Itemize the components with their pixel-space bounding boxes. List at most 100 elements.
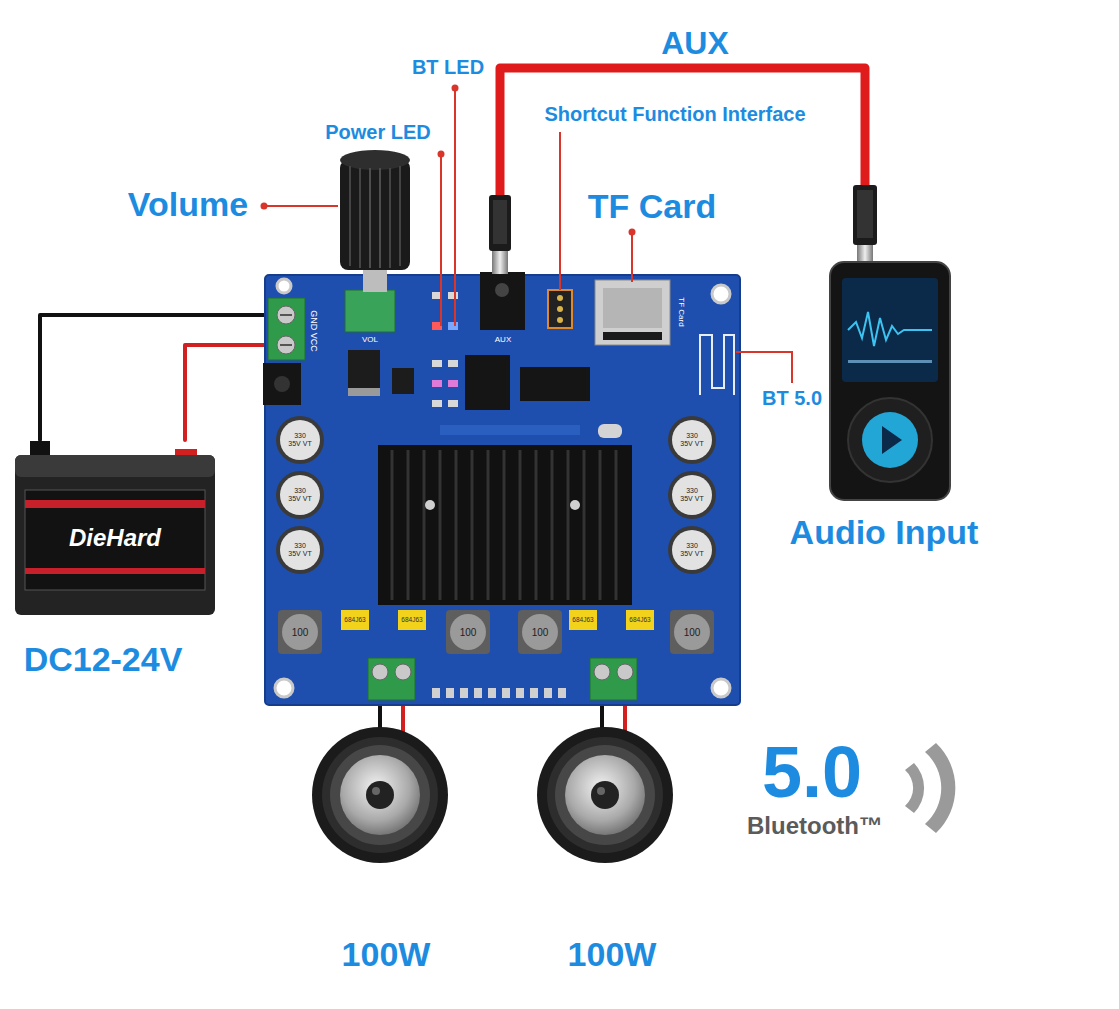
inductors (670, 610, 714, 654)
led-group (432, 380, 442, 387)
audio-player (882, 426, 902, 454)
inductors (450, 614, 486, 650)
electrolytic-capacitors (280, 420, 320, 460)
component-marking: 100 (532, 627, 549, 638)
diode (348, 388, 380, 396)
volume-knob (379, 168, 381, 268)
output-terminals (594, 664, 610, 680)
silkscreen-text: AUX (495, 336, 511, 345)
pad-row (474, 688, 482, 698)
speaker (322, 737, 438, 853)
shortcut-header (557, 306, 563, 312)
ic-chips (465, 355, 510, 410)
component-marking: 684J63 (572, 616, 593, 623)
volume-knob (340, 150, 410, 332)
volume-knob (345, 290, 395, 332)
electrolytic-capacitors (668, 471, 716, 519)
speaker (565, 755, 645, 835)
component-marking: 330 35V VT (287, 432, 313, 447)
leader-dot (452, 85, 459, 92)
wireless-icon (925, 743, 955, 833)
heatsink (471, 450, 474, 600)
heatsink (455, 450, 458, 600)
output-terminals (590, 658, 637, 700)
callout-label: Shortcut Function Interface (544, 103, 805, 125)
pad-row (558, 688, 566, 698)
tf-card-slot (595, 280, 670, 345)
heatsink (551, 450, 554, 600)
aux-plug (492, 250, 508, 274)
audio-player: Audio Input (830, 262, 950, 500)
film-capacitors (398, 610, 426, 630)
pad-row (432, 688, 566, 698)
heatsink (570, 500, 580, 510)
shortcut-header (548, 290, 572, 328)
led-group (448, 400, 458, 407)
power-terminal (277, 306, 295, 324)
component-marking: 330 35V VT (679, 542, 705, 557)
wire-path (378, 705, 382, 729)
output-terminals (368, 658, 415, 700)
wire-path (185, 345, 265, 440)
ic-chips (520, 367, 590, 401)
heatsink (391, 450, 394, 600)
heatsink (487, 450, 490, 600)
tf-card-slot (595, 280, 670, 345)
heatsink (535, 450, 538, 600)
wireless-icon (905, 763, 924, 813)
speaker: 100W (312, 727, 448, 863)
wireless-icon (905, 743, 955, 833)
pad-row (516, 688, 524, 698)
volume-knob (369, 168, 371, 268)
aux-plug (489, 195, 511, 251)
battery (15, 441, 215, 615)
inductors (674, 614, 710, 650)
callout-label: Power LED (325, 121, 431, 143)
heatsink (439, 450, 442, 600)
heatsink (599, 450, 602, 600)
ic-chips (440, 425, 580, 435)
dc-jack (263, 363, 301, 405)
led-group (448, 360, 458, 367)
amplifier-board: GND VCCVOLAUXTF Card (265, 275, 740, 705)
inductors (282, 614, 318, 650)
tf-card-slot (603, 332, 662, 340)
diode (348, 350, 414, 396)
led-group (432, 400, 442, 407)
volume-knob (349, 166, 351, 266)
inductors (278, 610, 714, 654)
aux-jack (480, 272, 525, 330)
power-terminal (268, 298, 305, 360)
heatsink (423, 450, 426, 600)
power-terminal (268, 298, 305, 360)
volume-knob (340, 160, 410, 270)
pad-row (460, 688, 468, 698)
pad-row (502, 688, 510, 698)
callout-label: DC12-24V (24, 641, 183, 678)
speaker (597, 787, 605, 795)
component-marking: 100 (684, 627, 701, 638)
dc-jack (263, 363, 301, 405)
leader-dot (261, 203, 268, 210)
audio-player (848, 360, 932, 363)
speaker (547, 737, 663, 853)
volume-knob (399, 166, 401, 266)
led-group (448, 292, 458, 299)
wire (500, 68, 865, 275)
component-marking: 684J63 (401, 616, 422, 623)
component-marking: 684J63 (629, 616, 650, 623)
leader-line (559, 132, 561, 290)
callout-label: BT LED (412, 56, 484, 78)
speaker (537, 727, 673, 863)
electrolytic-capacitors (280, 475, 320, 515)
output-terminals (368, 658, 637, 700)
aux-plug (853, 185, 877, 245)
leader-dot (438, 151, 445, 158)
wire (40, 315, 265, 440)
volume-knob (359, 168, 361, 268)
electrolytic-capacitors (280, 530, 320, 570)
inductors (446, 610, 490, 654)
callout-label: 100W (342, 936, 431, 973)
audio-player (848, 312, 932, 346)
